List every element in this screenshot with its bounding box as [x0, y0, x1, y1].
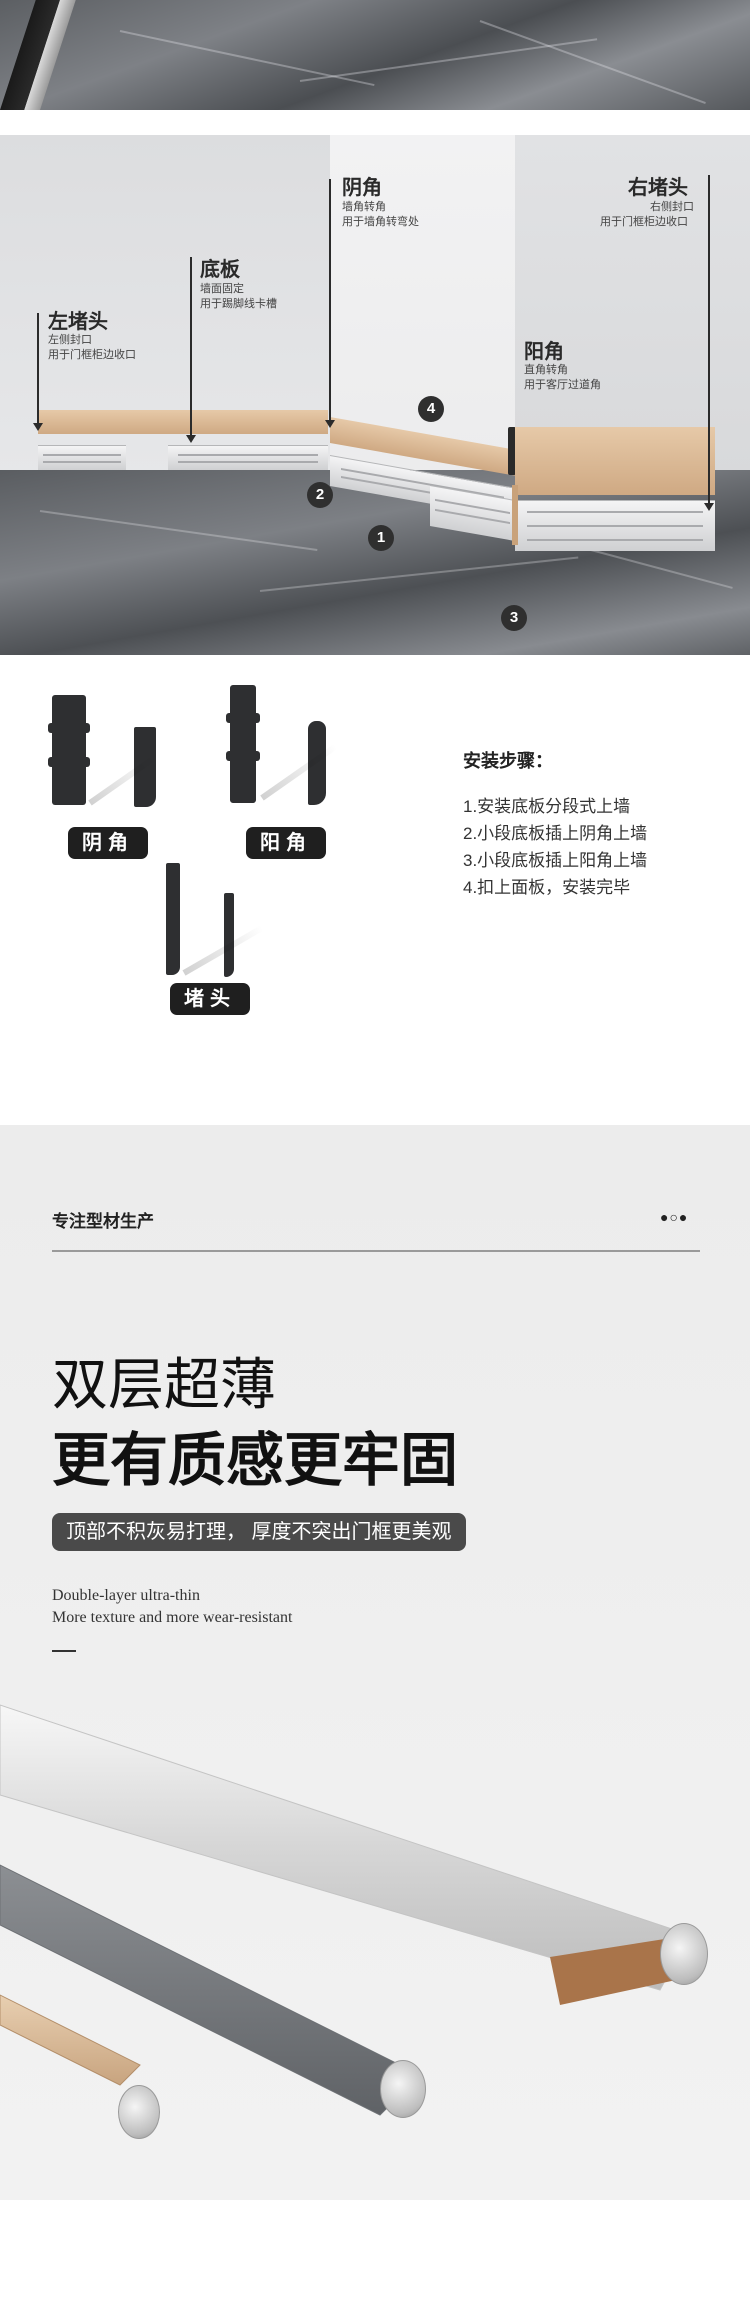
inner-corner-label: 阴角	[68, 827, 148, 859]
gold-face-panel-left	[38, 410, 328, 434]
base-plate-title: 底板	[200, 259, 240, 281]
outer-corner-title: 阳角	[524, 341, 564, 363]
outer-corner-piece	[508, 427, 516, 475]
divider-line	[52, 1250, 700, 1252]
left-cap-arrow	[33, 423, 43, 431]
product-section: 专注型材生产 ●○● 双层超薄 更有质感更牢固 顶部不积灰易打理， 厚度不突出门…	[0, 1125, 750, 2200]
base-plate-pointer	[190, 257, 192, 437]
inner-corner-arrow	[325, 420, 335, 428]
left-cap-pointer	[37, 313, 39, 425]
coin-medium	[380, 2060, 426, 2118]
base-plate-desc-1: 墙面固定	[200, 283, 244, 295]
coin-small	[118, 2085, 160, 2139]
gold-face-panel-right	[515, 427, 715, 495]
outer-corner-piece-small	[308, 721, 326, 805]
right-cap-desc-1: 右侧封口	[650, 201, 694, 213]
step-marker-3: 3	[501, 605, 527, 631]
right-cap-pointer	[708, 175, 710, 505]
headline-line-2: 更有质感更牢固	[52, 1428, 459, 1493]
base-plate-arrow	[186, 435, 196, 443]
end-cap-shadow	[182, 925, 264, 976]
marble-vein	[299, 38, 598, 82]
outer-corner-desc-2: 用于客厅过道角	[524, 379, 601, 391]
left-cap-desc-1: 左侧封口	[48, 334, 92, 346]
right-wall	[515, 135, 750, 475]
wood-core-edge	[550, 1935, 690, 2005]
outer-corner-gold-edge	[512, 485, 518, 545]
marble-vein	[259, 556, 579, 592]
short-rule	[52, 1650, 76, 1652]
door-frame-edge	[0, 0, 76, 110]
marble-floor-banner	[0, 0, 750, 110]
inner-corner-pointer	[329, 179, 331, 423]
end-cap-label: 堵头	[170, 983, 250, 1015]
base-plate-segment	[515, 500, 715, 551]
english-line-1: Double-layer ultra-thin	[52, 1587, 200, 1604]
left-cap-title: 左堵头	[48, 311, 108, 333]
base-plate-segment	[168, 445, 328, 470]
installation-diagram: 左堵头 左侧封口 用于门框柜边收口 底板 墙面固定 用于踢脚线卡槽 阴角 墙角转…	[0, 135, 750, 655]
step-marker-4: 4	[418, 396, 444, 422]
gold-profile	[0, 1994, 141, 2086]
install-step-4: 4.扣上面板，安装完毕	[463, 878, 631, 897]
inner-corner-piece-large	[52, 695, 86, 805]
marble-vein	[479, 20, 706, 105]
right-cap-desc-2: 用于门框柜边收口	[600, 216, 688, 228]
left-cap-desc-2: 用于门框柜边收口	[48, 349, 136, 361]
inner-corner-desc-2: 用于墙角转弯处	[342, 216, 419, 228]
marble-vein	[39, 510, 318, 551]
grey-profile	[0, 1864, 421, 2116]
inner-corner-piece-small	[134, 727, 156, 807]
english-line-2: More texture and more wear-resistant	[52, 1609, 293, 1626]
end-cap-piece-right	[224, 893, 234, 977]
step-marker-1: 1	[368, 525, 394, 551]
inner-corner-tab	[48, 723, 90, 733]
silver-profile	[0, 1704, 691, 1991]
outer-corner-tab	[226, 713, 260, 723]
install-step-1: 1.安装底板分段式上墙	[463, 797, 631, 816]
inner-corner-desc-1: 墙角转角	[342, 201, 386, 213]
install-step-2: 2.小段底板插上阴角上墙	[463, 824, 648, 843]
right-cap-title: 右堵头	[628, 177, 688, 199]
footer-blank	[0, 2200, 750, 2299]
headline-line-1: 双层超薄	[52, 1353, 276, 1416]
inner-corner-title: 阴角	[342, 177, 382, 199]
install-steps-title: 安装步骤：	[463, 751, 553, 771]
base-plate-segment	[38, 445, 126, 470]
coin-large	[660, 1923, 708, 1985]
marble-vein	[119, 30, 375, 87]
right-cap-arrow	[704, 503, 714, 511]
inner-corner-tab	[48, 757, 90, 767]
step-marker-2: 2	[307, 482, 333, 508]
marble-floor	[0, 470, 750, 655]
install-step-3: 3.小段底板插上阳角上墙	[463, 851, 648, 870]
accessories-section: 阴角 阳角 堵头 安装步骤： 1.安装底板分段式上墙 2.小段底板插上阴角上墙 …	[0, 655, 750, 1125]
outer-corner-piece-large	[230, 685, 256, 803]
outer-corner-label: 阳角	[246, 827, 326, 859]
end-cap-piece-left	[166, 863, 180, 975]
feature-pill: 顶部不积灰易打理， 厚度不突出门框更美观	[52, 1513, 466, 1551]
tagline: 专注型材生产	[52, 1212, 154, 1231]
decorative-dots: ●○●	[660, 1209, 689, 1225]
product-profiles-illustration	[0, 1704, 691, 2116]
outer-corner-tab	[226, 751, 260, 761]
outer-corner-desc-1: 直角转角	[524, 364, 568, 376]
base-plate-desc-2: 用于踢脚线卡槽	[200, 298, 277, 310]
